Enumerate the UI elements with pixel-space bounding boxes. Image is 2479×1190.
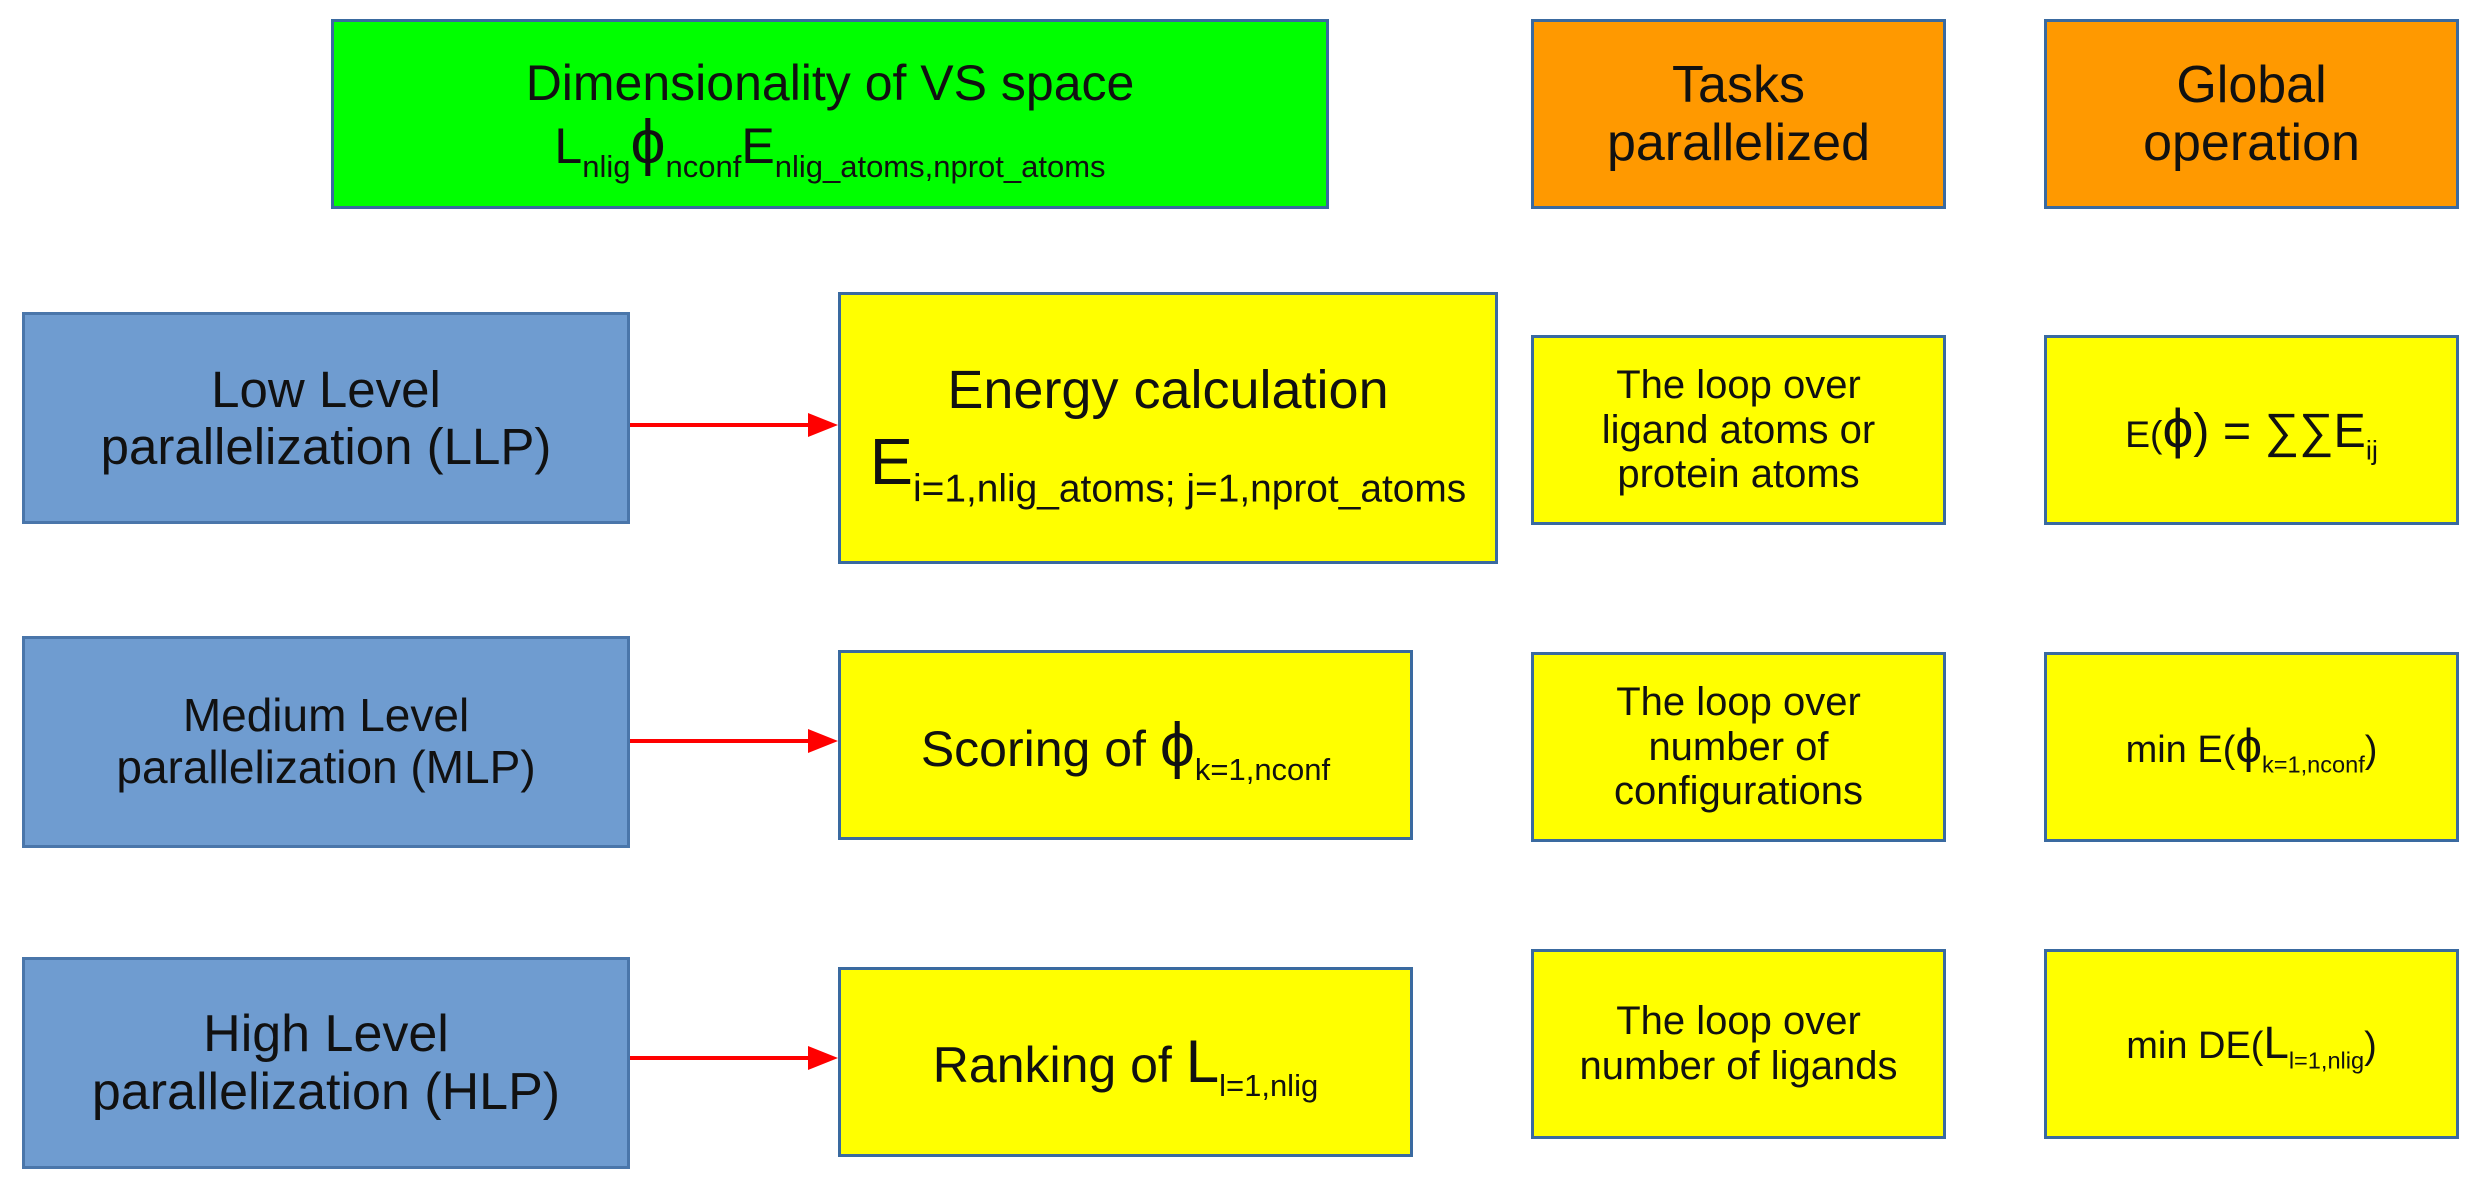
level-box-mlp: Medium Level parallelization (MLP) [22,636,630,848]
level-box-hlp: High Level parallelization (HLP) [22,957,630,1169]
task-box-hlp: The loop over number of ligands [1531,949,1946,1139]
task-box-mlp: The loop over number of configurations [1531,652,1946,842]
arrow-mlp-to-scoring [630,729,838,753]
tasks-parallelized-header: Tasks parallelized [1531,19,1946,209]
global-box-hlp: min DE(Ll=1,nlig) [2044,949,2459,1139]
dimensionality-title: Dimensionality of VS space [525,54,1135,111]
operation-box-scoring: Scoring of ϕk=1,nconf [838,650,1413,840]
arrow-hlp-to-ranking [630,1046,838,1070]
level-box-llp: Low Level parallelization (LLP) [22,312,630,524]
task-box-llp: The loop over ligand atoms or protein at… [1531,335,1946,525]
operation-box-energy-calculation: Energy calculation Ei=1,nlig_atoms; j=1,… [838,292,1498,564]
global-operation-header: Global operation [2044,19,2459,209]
arrow-llp-to-energy [630,413,838,437]
operation-box-ranking: Ranking of Ll=1,nlig [838,967,1413,1157]
vs-space-formula: LnligϕnconfEnlig_atoms,nprot_atoms [554,106,1106,184]
global-box-llp: E(ϕ) = ∑∑Eij [2044,335,2459,525]
global-box-mlp: min E(ϕk=1,nconf) [2044,652,2459,842]
dimensionality-header: Dimensionality of VS space LnligϕnconfEn… [331,19,1329,209]
